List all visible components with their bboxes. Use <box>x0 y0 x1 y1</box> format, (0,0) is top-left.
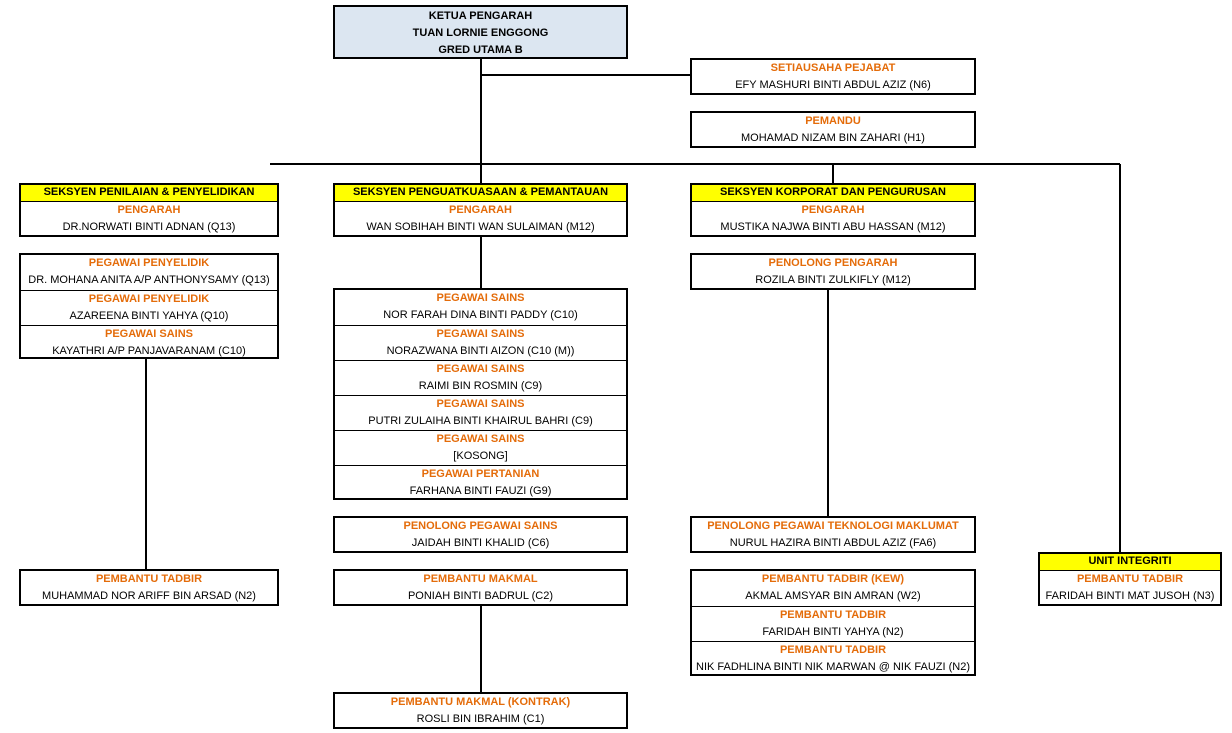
staff-name: JAIDAH BINTI KHALID (C6) <box>411 537 550 549</box>
staff-role: PEMBANTU TADBIR <box>779 644 887 656</box>
staff-role: PEMBANTU TADBIR <box>95 573 203 585</box>
staff-name: RAIMI BIN ROSMIN (C9) <box>418 380 543 392</box>
staff-entry: PEMBANTU MAKMAL (KONTRAK) ROSLI BIN IBRA… <box>335 694 626 729</box>
section-corporate-director-name: MUSTIKA NAJWA BINTI ABU HASSAN (M12) <box>720 221 946 233</box>
section-corporate-header: SEKSYEN KORPORAT DAN PENGURUSAN <box>692 185 974 202</box>
staff-name: NOR FARAH DINA BINTI PADDY (C10) <box>383 309 578 321</box>
staff-entry: PEGAWAI SAINS [KOSONG] <box>335 430 626 465</box>
staff-name: ROZILA BINTI ZULKIFLY (M12) <box>755 274 911 286</box>
section-enforcement-director-name: WAN SOBIHAH BINTI WAN SULAIMAN (M12) <box>366 221 595 233</box>
staff-role: PEMBANTU TADBIR (KEW) <box>761 573 905 585</box>
section-enforcement-officers-box: PEGAWAI SAINS NOR FARAH DINA BINTI PADDY… <box>333 288 628 500</box>
staff-name: ROSLI BIN IBRAHIM (C1) <box>416 713 545 725</box>
staff-role: PEGAWAI SAINS <box>436 363 525 375</box>
staff-entry: PEMBANTU TADBIR (KEW) AKMAL AMSYAR BIN A… <box>692 571 974 606</box>
integrity-unit-role: PEMBANTU TADBIR <box>1076 573 1184 585</box>
staff-name: NURUL HAZIRA BINTI ABDUL AZIZ (FA6) <box>729 537 937 549</box>
staff-role: PEGAWAI SAINS <box>436 433 525 445</box>
staff-role: PENOLONG PEGAWAI SAINS <box>403 520 558 532</box>
director-general-title: KETUA PENGARAH <box>428 10 533 22</box>
staff-name: AZAREENA BINTI YAHYA (Q10) <box>69 310 229 322</box>
driver-name: MOHAMAD NIZAM BIN ZAHARI (H1) <box>741 132 925 144</box>
director-general-grade: GRED UTAMA B <box>438 44 523 56</box>
staff-name: [KOSONG] <box>453 450 508 462</box>
staff-entry: PENOLONG PEGAWAI TEKNOLOGI MAKLUMAT NURU… <box>692 518 974 553</box>
staff-entry: PEGAWAI SAINS PUTRI ZULAIHA BINTI KHAIRU… <box>335 395 626 430</box>
office-secretary-box: SETIAUSAHA PEJABAT EFY MASHURI BINTI ABD… <box>690 58 976 95</box>
integrity-unit-box: UNIT INTEGRITI PEMBANTU TADBIR FARIDAH B… <box>1038 552 1222 606</box>
integrity-unit-header: UNIT INTEGRITI <box>1040 554 1220 571</box>
integrity-unit-name: FARIDAH BINTI MAT JUSOH (N3) <box>1045 590 1215 602</box>
section-corporate-director-role: PENGARAH <box>801 204 865 216</box>
staff-name: MUHAMMAD NOR ARIFF BIN ARSAD (N2) <box>42 590 256 602</box>
staff-entry: PEGAWAI PENYELIDIK AZAREENA BINTI YAHYA … <box>21 290 277 325</box>
staff-role: PEGAWAI SAINS <box>436 398 525 410</box>
staff-entry: PEMBANTU TADBIR FARIDAH BINTI YAHYA (N2) <box>692 606 974 641</box>
staff-role: PEGAWAI PENYELIDIK <box>88 257 210 269</box>
staff-name: NIK FADHLINA BINTI NIK MARWAN @ NIK FAUZ… <box>696 661 970 673</box>
staff-entry: PEMBANTU TADBIR NIK FADHLINA BINTI NIK M… <box>692 641 974 676</box>
director-general-name: TUAN LORNIE ENGGONG <box>412 27 549 39</box>
staff-role: PEGAWAI SAINS <box>104 328 194 340</box>
staff-role: PEMBANTU MAKMAL (KONTRAK) <box>390 696 571 708</box>
staff-name: PONIAH BINTI BADRUL (C2) <box>407 590 554 602</box>
staff-role: PEGAWAI SAINS <box>436 328 525 340</box>
section-evaluation-director-name: DR.NORWATI BINTI ADNAN (Q13) <box>62 221 236 233</box>
staff-name: PUTRI ZULAIHA BINTI KHAIRUL BAHRI (C9) <box>368 415 593 427</box>
staff-name: KAYATHRI A/P PANJAVARANAM (C10) <box>52 345 246 357</box>
driver-role: PEMANDU <box>805 115 861 127</box>
staff-entry: PENOLONG PENGARAH ROZILA BINTI ZULKIFLY … <box>692 255 974 290</box>
staff-entry: PENOLONG PEGAWAI SAINS JAIDAH BINTI KHAL… <box>335 518 626 553</box>
office-secretary-name: EFY MASHURI BINTI ABDUL AZIZ (N6) <box>735 79 931 91</box>
staff-name: DR. MOHANA ANITA A/P ANTHONYSAMY (Q13) <box>28 274 270 286</box>
staff-role: PEGAWAI PERTANIAN <box>421 468 540 480</box>
staff-role: PENOLONG PEGAWAI TEKNOLOGI MAKLUMAT <box>707 520 959 532</box>
staff-entry: PEGAWAI PERTANIAN FARHANA BINTI FAUZI (G… <box>335 465 626 500</box>
staff-name: AKMAL AMSYAR BIN AMRAN (W2) <box>745 590 921 602</box>
staff-entry: PEGAWAI PENYELIDIK DR. MOHANA ANITA A/P … <box>21 255 277 290</box>
section-enforcement-assistant-box: PENOLONG PEGAWAI SAINS JAIDAH BINTI KHAL… <box>333 516 628 553</box>
section-evaluation-officers-box: PEGAWAI PENYELIDIK DR. MOHANA ANITA A/P … <box>19 253 279 359</box>
staff-role: PEMBANTU TADBIR <box>779 609 887 621</box>
office-secretary-role: SETIAUSAHA PEJABAT <box>770 62 896 74</box>
staff-role: PENOLONG PENGARAH <box>768 257 898 269</box>
staff-role: PEMBANTU MAKMAL <box>423 573 538 585</box>
staff-name: NORAZWANA BINTI AIZON (C10 (M)) <box>386 345 575 357</box>
section-enforcement-director-role: PENGARAH <box>449 204 512 216</box>
section-corporate-it-box: PENOLONG PEGAWAI TEKNOLOGI MAKLUMAT NURU… <box>690 516 976 553</box>
section-evaluation-header: SEKSYEN PENILAIAN & PENYELIDIKAN <box>21 185 277 202</box>
staff-role: PEGAWAI PENYELIDIK <box>88 293 210 305</box>
staff-entry: PEMBANTU TADBIR MUHAMMAD NOR ARIFF BIN A… <box>21 571 277 606</box>
section-corporate-deputy-box: PENOLONG PENGARAH ROZILA BINTI ZULKIFLY … <box>690 253 976 290</box>
staff-entry: PEGAWAI SAINS NOR FARAH DINA BINTI PADDY… <box>335 290 626 325</box>
staff-name: FARIDAH BINTI YAHYA (N2) <box>762 626 904 638</box>
section-corporate-admin-box: PEMBANTU TADBIR (KEW) AKMAL AMSYAR BIN A… <box>690 569 976 676</box>
staff-entry: PEGAWAI SAINS NORAZWANA BINTI AIZON (C10… <box>335 325 626 360</box>
driver-box: PEMANDU MOHAMAD NIZAM BIN ZAHARI (H1) <box>690 111 976 148</box>
section-evaluation-director-role: PENGARAH <box>117 204 181 216</box>
staff-entry: PEMBANTU MAKMAL PONIAH BINTI BADRUL (C2) <box>335 571 626 606</box>
staff-name: FARHANA BINTI FAUZI (G9) <box>409 485 552 497</box>
section-corporate-director-box: SEKSYEN KORPORAT DAN PENGURUSAN PENGARAH… <box>690 183 976 237</box>
staff-role: PEGAWAI SAINS <box>436 292 525 304</box>
section-evaluation-director-box: SEKSYEN PENILAIAN & PENYELIDIKAN PENGARA… <box>19 183 279 237</box>
section-enforcement-lab-box: PEMBANTU MAKMAL PONIAH BINTI BADRUL (C2) <box>333 569 628 606</box>
staff-entry: PEGAWAI SAINS RAIMI BIN ROSMIN (C9) <box>335 360 626 395</box>
section-enforcement-header: SEKSYEN PENGUATKUASAAN & PEMANTAUAN <box>335 185 626 202</box>
section-enforcement-director-box: SEKSYEN PENGUATKUASAAN & PEMANTAUAN PENG… <box>333 183 628 237</box>
section-enforcement-lab-contract-box: PEMBANTU MAKMAL (KONTRAK) ROSLI BIN IBRA… <box>333 692 628 729</box>
staff-entry: PEGAWAI SAINS KAYATHRI A/P PANJAVARANAM … <box>21 325 277 360</box>
section-evaluation-admin-box: PEMBANTU TADBIR MUHAMMAD NOR ARIFF BIN A… <box>19 569 279 606</box>
director-general-box: KETUA PENGARAH TUAN LORNIE ENGGONG GRED … <box>333 5 628 59</box>
